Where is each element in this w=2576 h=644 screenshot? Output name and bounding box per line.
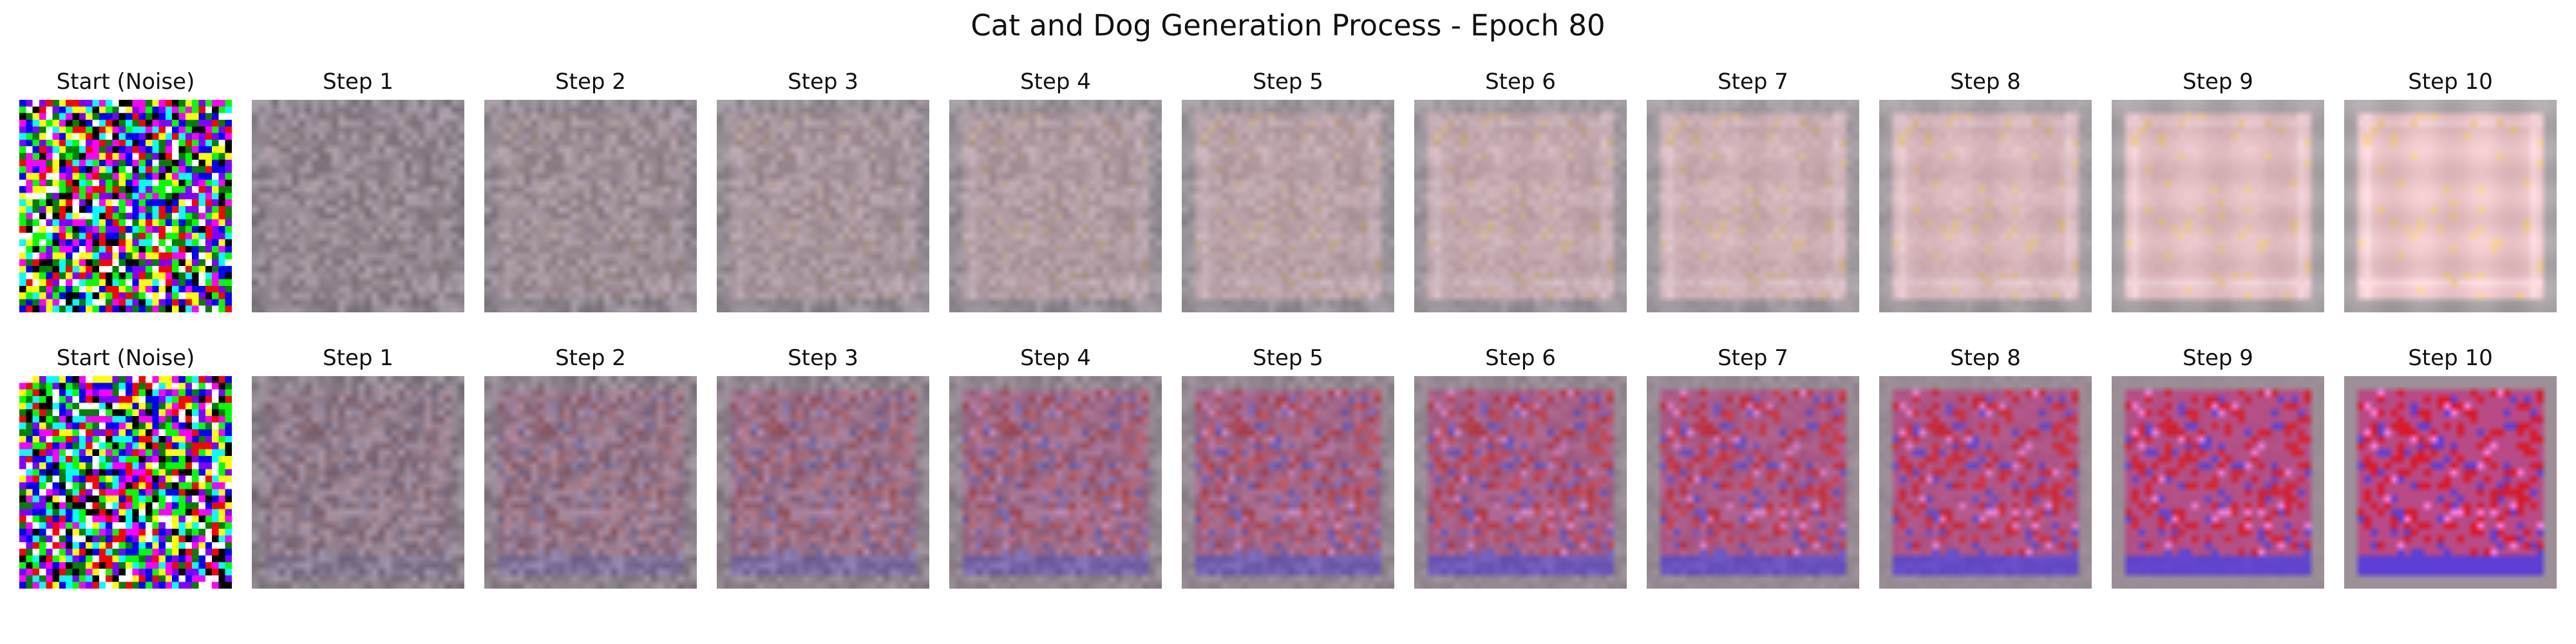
panel-title: Step 1 [323, 69, 393, 95]
panel-title: Step 2 [555, 345, 626, 371]
generated-image [1647, 376, 1859, 589]
noise-image [19, 100, 232, 312]
generated-image [1182, 376, 1394, 589]
generated-image [1182, 100, 1394, 312]
generated-image [1414, 376, 1627, 589]
panel-title: Step 5 [1253, 69, 1323, 95]
generated-image [2344, 100, 2557, 312]
panel-title: Step 9 [2183, 345, 2253, 371]
panel-title: Step 2 [555, 69, 626, 95]
panel-title: Start (Noise) [56, 345, 195, 371]
generated-image [717, 100, 929, 312]
noise-image [19, 376, 232, 589]
generated-image [1414, 100, 1627, 312]
generated-image [717, 376, 929, 589]
generated-image [949, 100, 1162, 312]
panel-title: Step 6 [1485, 69, 1556, 95]
generated-image [1647, 100, 1859, 312]
generated-image [252, 376, 464, 589]
panel-title: Step 8 [1950, 69, 2021, 95]
generated-image [2344, 376, 2557, 589]
generated-image [2112, 376, 2324, 589]
panel-title: Step 6 [1485, 345, 1556, 371]
panel-title: Step 5 [1253, 345, 1323, 371]
panel-title: Start (Noise) [56, 69, 195, 95]
generated-image [1879, 376, 2092, 589]
panel-title: Step 10 [2408, 345, 2493, 371]
panel-title: Step 4 [1020, 69, 1091, 95]
panel-title: Step 8 [1950, 345, 2021, 371]
panel-title: Step 3 [788, 345, 858, 371]
generated-image [1879, 100, 2092, 312]
panel-title: Step 3 [788, 69, 858, 95]
generated-image [252, 100, 464, 312]
panel-title: Step 4 [1020, 345, 1091, 371]
figure-title: Cat and Dog Generation Process - Epoch 8… [971, 8, 1605, 43]
panel-title: Step 9 [2183, 69, 2253, 95]
generated-image [2112, 100, 2324, 312]
generated-image [949, 376, 1162, 589]
panel-title: Step 7 [1718, 345, 1788, 371]
panel-title: Step 7 [1718, 69, 1788, 95]
generated-image [484, 376, 697, 589]
panel-title: Step 1 [323, 345, 393, 371]
generated-image [484, 100, 697, 312]
panel-title: Step 10 [2408, 69, 2493, 95]
